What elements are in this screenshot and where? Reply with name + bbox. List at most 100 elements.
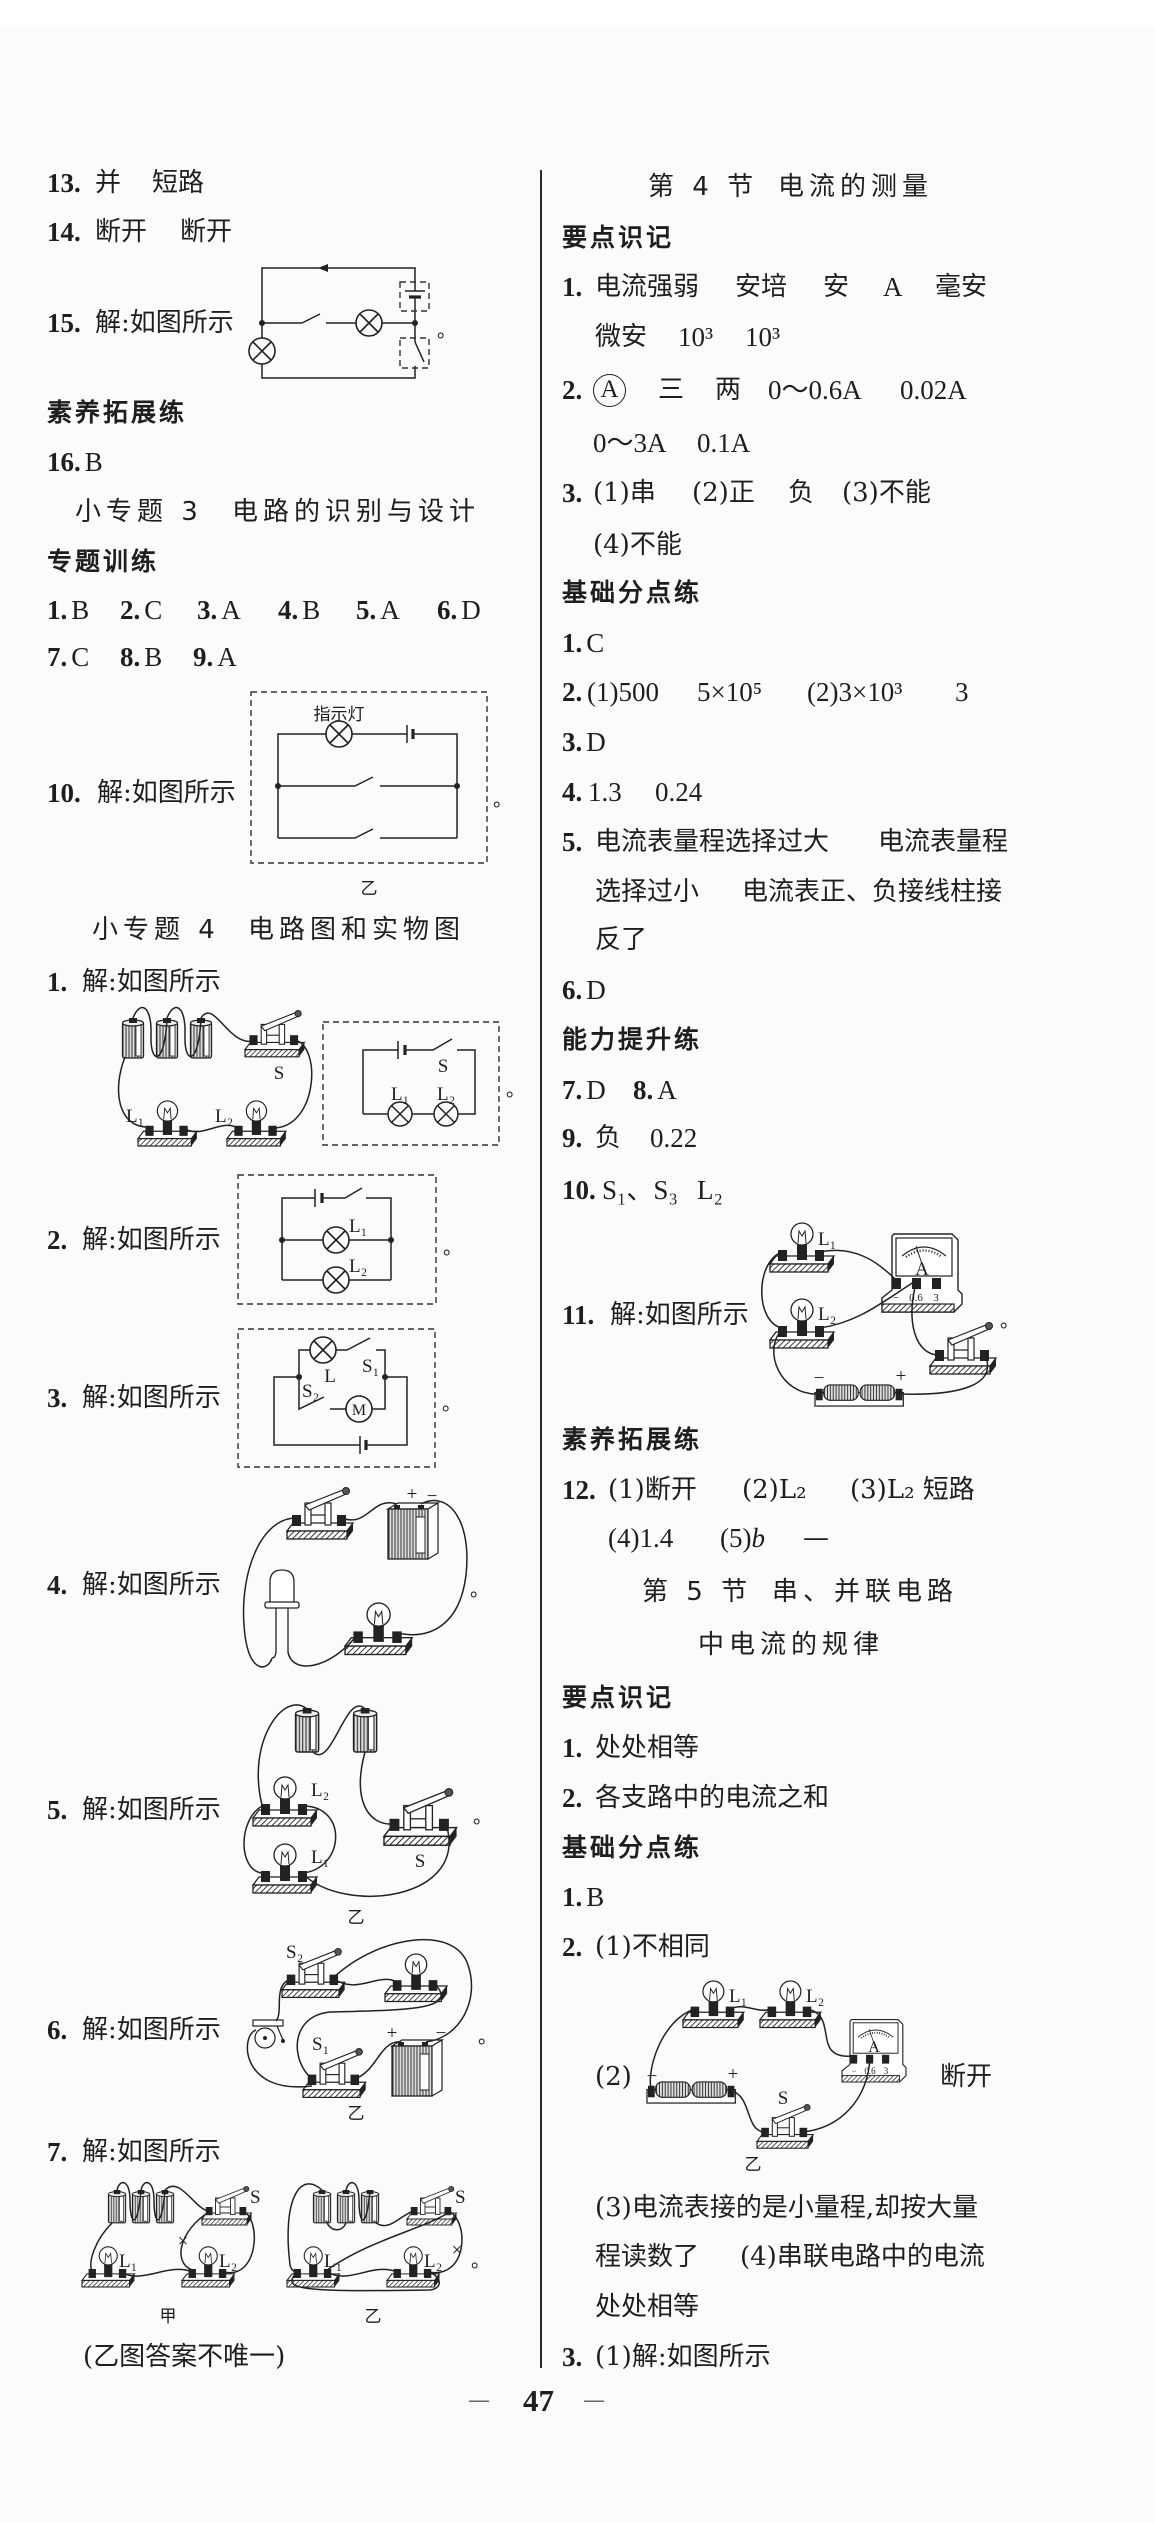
- terminal-label: 3: [933, 1292, 939, 1304]
- basic-q2-part: (2)3×10³: [807, 677, 903, 707]
- mc-answer: 4.B: [278, 595, 321, 625]
- lamp-label: L₁: [729, 1986, 747, 2007]
- t4-q3-text: 解:如图所示: [82, 1383, 221, 1413]
- ammeter-label: A: [915, 1259, 929, 1280]
- switch-label: S₁: [312, 2034, 329, 2055]
- switch-label: S: [778, 2088, 789, 2109]
- t4-q5: 5.: [47, 1795, 68, 1825]
- wire: [180, 2211, 210, 2271]
- dashed-box: [250, 691, 488, 864]
- q10-text: 解:如图所示: [97, 778, 236, 808]
- figure-t4q4-physical-circuit: + − 。: [242, 1484, 489, 1668]
- wire: [273, 1376, 360, 1446]
- basic-q2-number: 2.: [562, 677, 583, 707]
- wire: [397, 1499, 468, 1636]
- knife-switch-icon: [286, 1486, 354, 1540]
- figure-t4q2-schematic: L₁ L₂ 。: [237, 1174, 462, 1305]
- lamp-icon: [355, 309, 383, 337]
- wire: [183, 1124, 239, 1133]
- section5-subtitle-1: 串、并联电路: [772, 1577, 959, 1607]
- mc-answer: 2.C: [120, 595, 163, 625]
- lamp-icon: [248, 337, 276, 365]
- bulb-icon: [252, 1776, 318, 1827]
- t4-q7: 7.: [47, 2137, 68, 2167]
- switch-icon: [336, 1337, 371, 1351]
- key5-q2-text: 各支路中的电流之和: [595, 1783, 830, 1813]
- led-icon: [264, 1569, 300, 1659]
- basic-q5-part: 电流表正、负接线柱接: [742, 877, 1003, 907]
- figure-q15-circuit-diagram: 。: [248, 264, 456, 379]
- t4-q4-text: 解:如图所示: [82, 1570, 221, 1600]
- page-number: 47: [523, 2383, 554, 2418]
- mc-answer: 1.B: [47, 595, 90, 625]
- ext-q12-part: (4)1.4: [608, 1523, 674, 1553]
- basic-q1: 1.C: [562, 628, 605, 658]
- key-q1-part: 电流强弱: [595, 272, 700, 302]
- basic5-q2-part4-line2: 处处相等: [595, 2292, 700, 2322]
- knife-switch-icon: [244, 1009, 305, 1058]
- q14-number: 14.: [47, 217, 81, 247]
- t4-q6: 6.: [47, 2015, 68, 2045]
- key-q1-part: 安培: [735, 272, 788, 302]
- wire: [243, 1805, 263, 1874]
- wire: [223, 2210, 256, 2274]
- lamp-label: L₂: [349, 1256, 367, 1277]
- basic-q5-part: 电流表量程选择过大: [595, 827, 830, 857]
- positive-terminal-label: +: [387, 2023, 398, 2044]
- dashed-box: [399, 281, 430, 312]
- switch-label: S₂: [302, 1381, 319, 1402]
- switch-icon: [322, 1187, 363, 1199]
- column-divider: [540, 170, 542, 2368]
- ability-q9-number: 9.: [562, 1123, 583, 1153]
- wire: [341, 1501, 398, 1521]
- ext-q12-number: 12.: [562, 1475, 596, 1505]
- wire: [819, 1249, 897, 1281]
- cross-mark-icon: ×: [178, 2231, 189, 2252]
- basic5-q3-text: (1)解:如图所示: [595, 2342, 771, 2372]
- basic-q4-part: 0.24: [655, 777, 703, 807]
- junction-dot: [296, 1374, 302, 1380]
- ability-q10-part: S₁、S₃: [602, 1175, 678, 1205]
- basic5-q3-number: 3.: [562, 2342, 583, 2372]
- key-q1-part: 10³: [745, 322, 781, 352]
- knife-switch-icon: [929, 1321, 997, 1375]
- knife-switch-icon: [406, 2185, 457, 2226]
- key5-q1-number: 1.: [562, 1733, 583, 1763]
- positive-terminal-label: +: [728, 2064, 739, 2085]
- lamp-icon: [322, 1266, 350, 1294]
- ammeter-symbol-icon: A: [593, 374, 626, 407]
- wire: [140, 2181, 166, 2221]
- positive-terminal-label: +: [896, 1366, 907, 1387]
- junction-dot: [412, 320, 418, 326]
- topic3-subtitle: 电路的识别与设计: [232, 497, 481, 527]
- bulb-icon: [252, 1843, 318, 1894]
- battery-cell-icon: [312, 2189, 332, 2224]
- battery-holder-icon: [814, 1384, 904, 1407]
- key-q1-part: 毫安: [935, 272, 988, 302]
- heading-key-points: 要点识记: [562, 223, 675, 252]
- wire: [242, 1517, 297, 1668]
- battery-box-icon: [387, 1502, 439, 1560]
- ext-q12-part: (3)L₂ 短路: [850, 1475, 975, 1505]
- basic5-q2-part3-line1: (3)电流表接的是小量程,却按大量: [595, 2193, 979, 2223]
- t4-q5-text: 解:如图所示: [82, 1795, 221, 1825]
- dashed-box: [237, 1174, 437, 1305]
- key-q1-part: 10³: [678, 322, 714, 352]
- negative-terminal-label: −: [427, 1486, 438, 1507]
- lamp-label: L₂: [311, 1780, 329, 1801]
- basic-q6: 6.D: [562, 975, 606, 1005]
- wire: [246, 2029, 313, 2088]
- key-q3-number: 3.: [562, 478, 583, 508]
- wire: [90, 2222, 113, 2272]
- key-q3-part: (3)不能: [842, 478, 931, 508]
- wire: [649, 2008, 696, 2092]
- bulb-icon: [344, 1602, 413, 1656]
- wire: [366, 1197, 392, 1280]
- key-q3-part: 负: [788, 478, 815, 508]
- period: 。: [478, 2027, 497, 2048]
- figure-caption: 乙: [348, 2104, 365, 2124]
- t4-q4: 4.: [47, 1570, 68, 1600]
- ammeter-label: A: [868, 2039, 880, 2056]
- wire: [819, 1279, 918, 1329]
